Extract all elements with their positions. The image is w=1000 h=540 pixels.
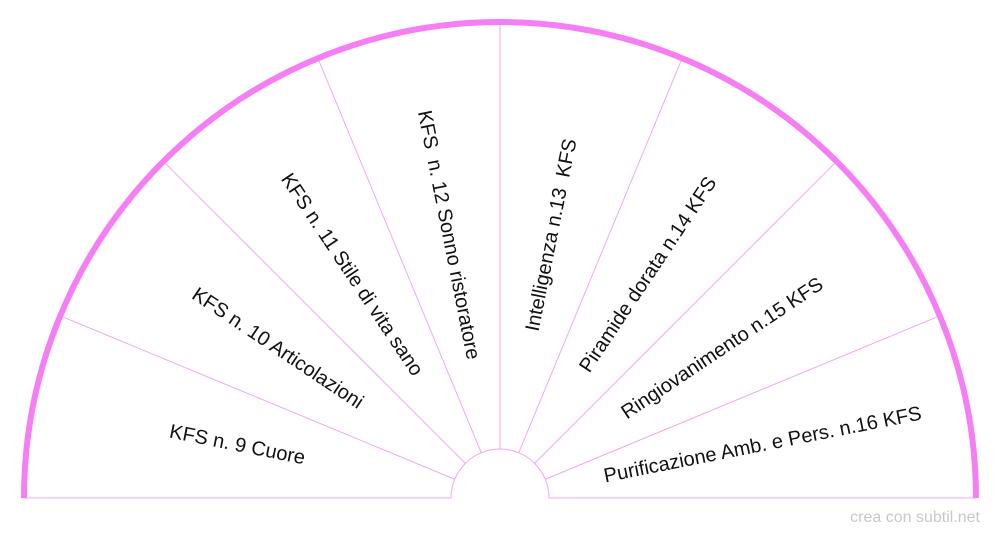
sector-divider [163, 161, 466, 464]
sector-divider [545, 315, 940, 480]
credit-text: crea con subtil.net [850, 509, 980, 526]
sector-label: KFS n. 9 Cuore [168, 421, 307, 469]
sector-label: Purificazione Amb. e Pers. n.16 KFS [602, 403, 924, 488]
outer-arc [21, 19, 979, 499]
sector-divider [317, 58, 482, 453]
sector-labels: KFS n. 9 Cuore KFS n. 10 Articolazioni KFS… [168, 109, 924, 488]
sector-divider [534, 161, 837, 464]
sector-label: KFS n. 12 Sonno ristoratore [413, 109, 484, 362]
sector-label: KFS n. 10 Articolazioni [188, 283, 368, 413]
sector-divider [60, 315, 455, 480]
sector-label: Piramide dorata n.14 KFS [575, 173, 721, 377]
sector-dividers [60, 22, 940, 480]
sector-label: Intelligenza n.13 KFS [522, 137, 582, 333]
sector-divider [518, 58, 683, 453]
